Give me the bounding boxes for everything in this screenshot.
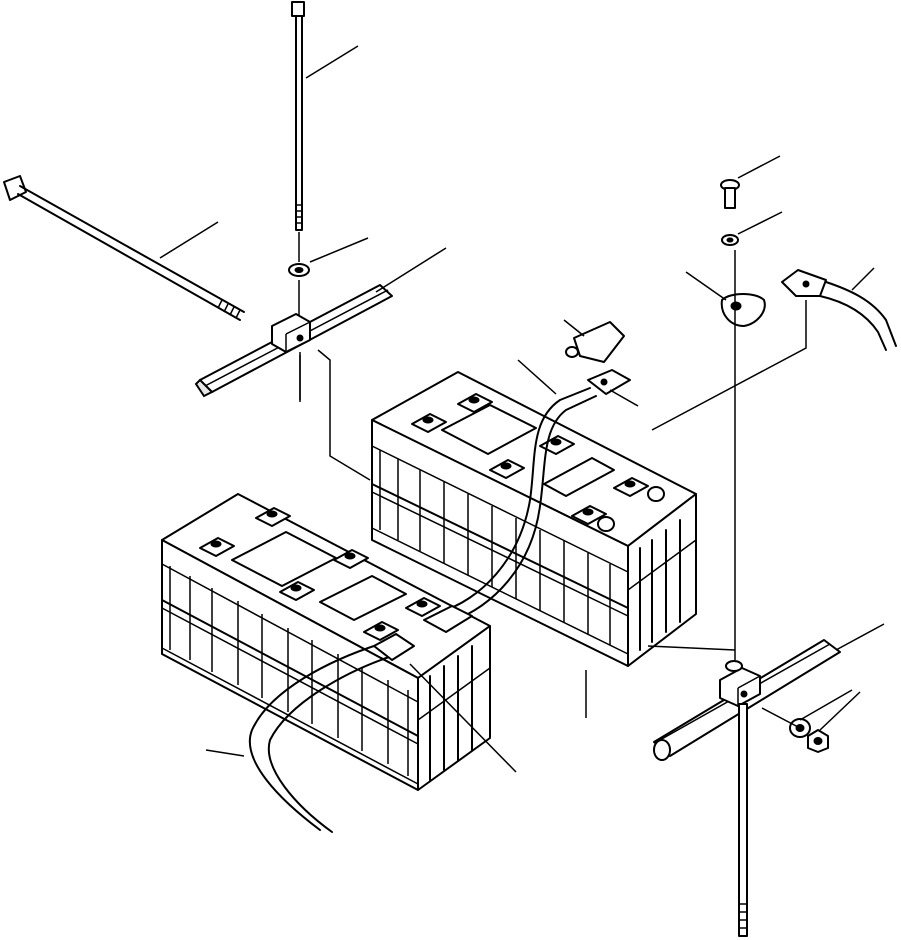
leader-lines (159, 45, 885, 773)
hold-down-bolt-vertical (291, 1, 305, 318)
battery-right-cells (371, 445, 629, 655)
washer-small (721, 234, 739, 246)
clamp-bar-upper (194, 284, 393, 400)
battery-left-terminals (199, 507, 441, 641)
hold-down-bolt-lower (738, 703, 748, 937)
washer-upper (288, 263, 310, 277)
cable-jumper (423, 369, 631, 633)
cable-ground-end (781, 269, 897, 351)
battery-left-cells (161, 563, 419, 785)
hold-down-bolt-diagonal (3, 175, 245, 321)
terminal-cover (565, 321, 625, 363)
lower-clamp-assembly (647, 179, 897, 937)
clamp-bar-lower (653, 639, 841, 761)
leader-clamp-upper (317, 349, 371, 481)
battery-right-terminals (411, 393, 665, 532)
bolt-small (720, 179, 740, 209)
nut (807, 729, 829, 753)
upper-clamp-assembly (3, 1, 393, 481)
cable-clip (720, 293, 766, 327)
cable-negative (249, 633, 415, 833)
